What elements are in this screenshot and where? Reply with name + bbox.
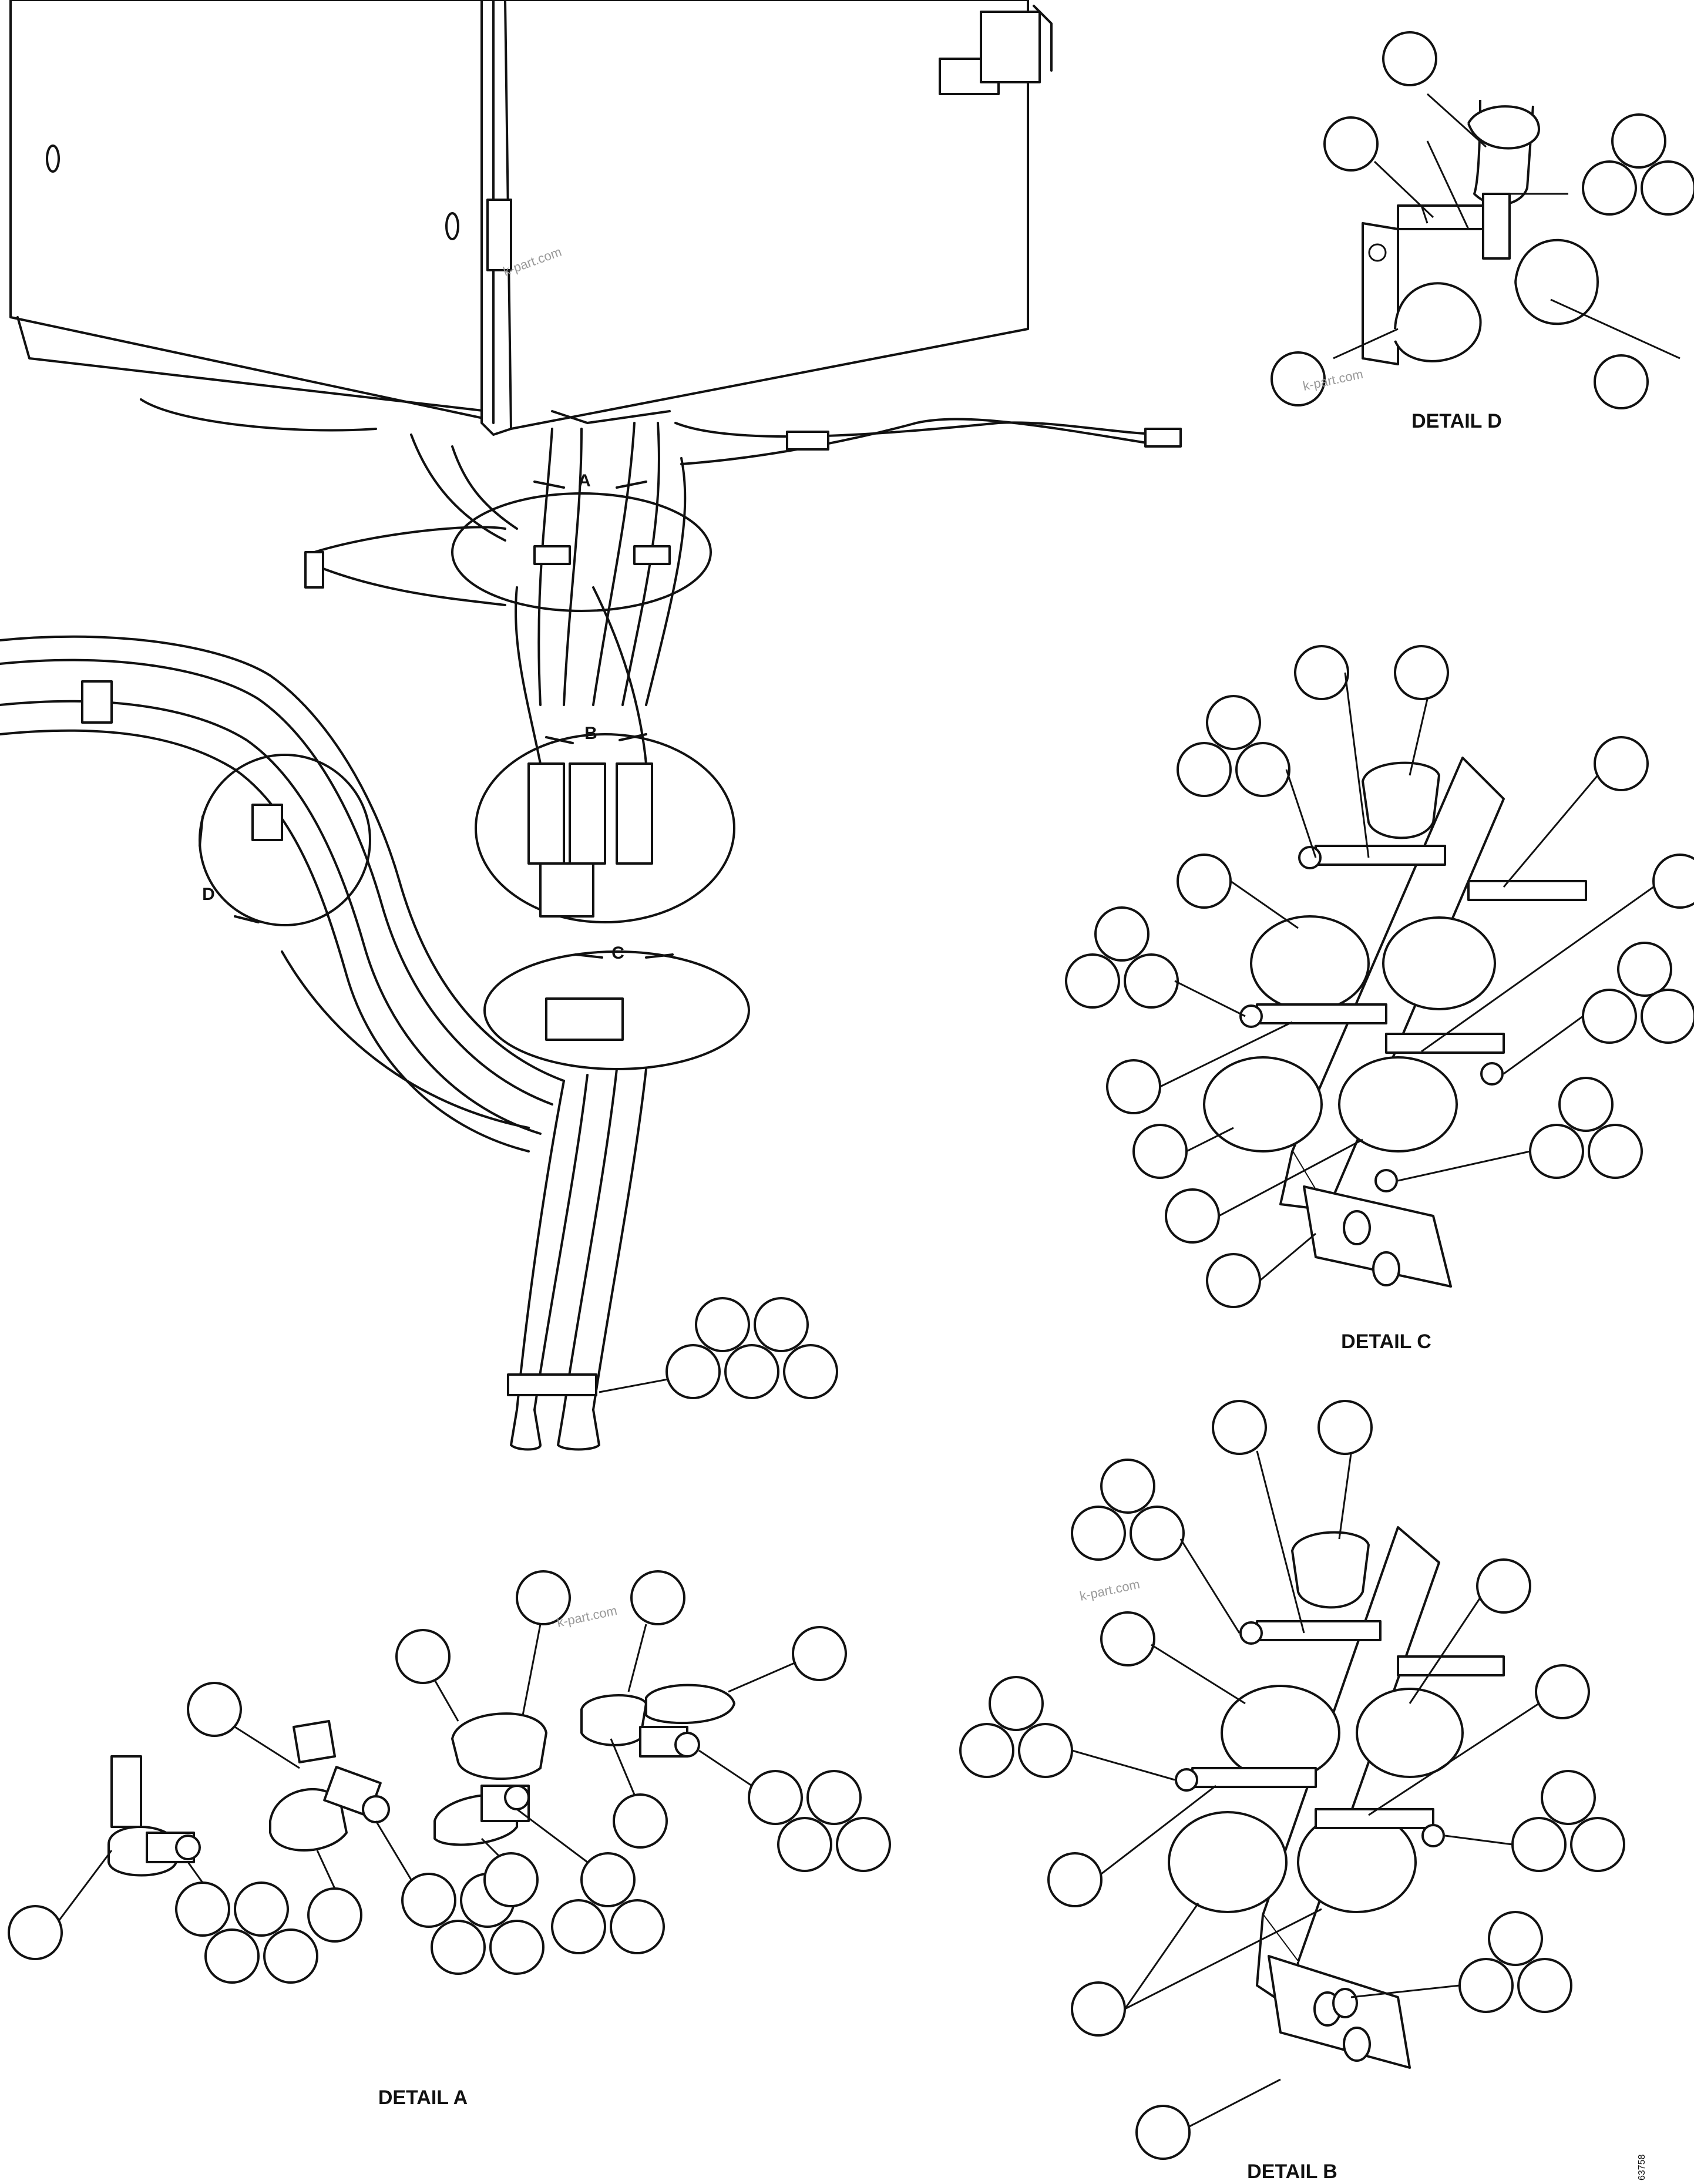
- detail-b-label: DETAIL B: [1247, 2161, 1337, 2183]
- view-marker-b: B: [584, 724, 597, 743]
- detail-c: DETAIL C: [1065, 645, 1694, 1353]
- watermark: k-part.com: [1078, 1577, 1141, 1604]
- view-circle-a: A: [451, 471, 712, 612]
- detail-b: DETAIL B k-part.com: [959, 1400, 1625, 2183]
- view-marker-d: D: [202, 885, 215, 904]
- detail-a-label: DETAIL A: [378, 2086, 468, 2109]
- view-circle-c: C: [483, 943, 750, 1070]
- figure-number: 63758: [1637, 2154, 1647, 2180]
- view-circle-d: D: [199, 754, 371, 926]
- hose-bundle-left: [0, 635, 565, 1153]
- view-circle-b: B: [475, 724, 735, 923]
- main-balloons: [599, 1297, 838, 1399]
- detail-a: DETAIL A k-part.com: [8, 1570, 891, 2109]
- detail-c-label: DETAIL C: [1341, 1330, 1431, 1353]
- view-marker-a: A: [578, 471, 591, 490]
- hose-bundle-upper: [304, 418, 1182, 765]
- view-marker-c: C: [611, 943, 624, 963]
- cabinet: [9, 0, 1053, 436]
- detail-d-label: DETAIL D: [1411, 410, 1502, 432]
- hose-bundle-lower: [507, 1068, 647, 1451]
- detail-d: DETAIL D k-part.com: [1270, 31, 1694, 432]
